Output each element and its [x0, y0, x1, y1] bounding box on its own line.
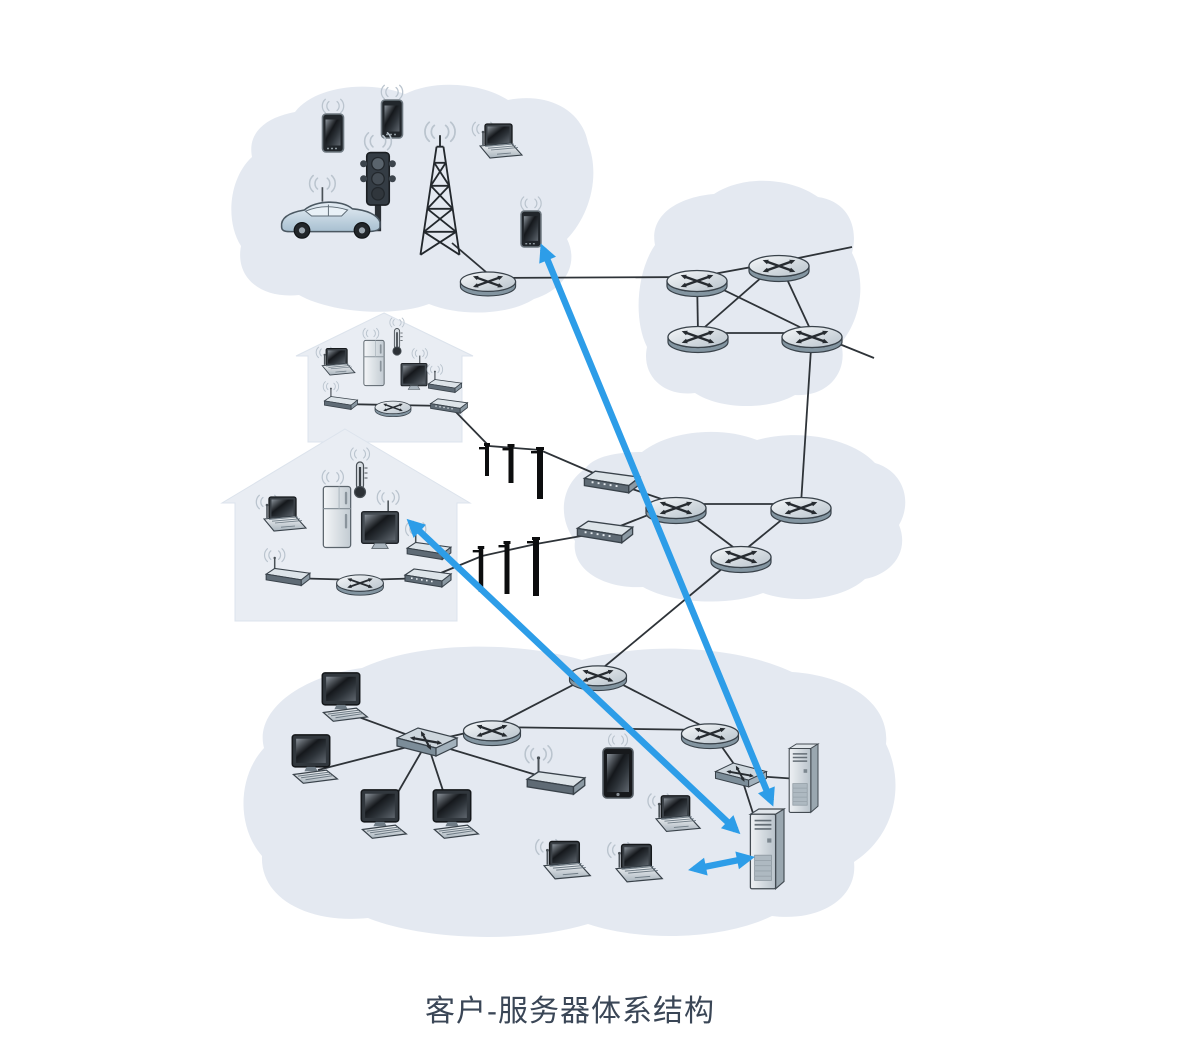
- wifi-waves-icon: [411, 348, 428, 359]
- arrow-laptop-server: [688, 851, 755, 876]
- core-router-3-router-icon: [667, 325, 729, 354]
- regional-router-2-router-icon: [770, 496, 832, 525]
- traffic-light-trafficlight-icon: [360, 132, 396, 232]
- laptop-mobile-laptopw-icon: [471, 121, 524, 159]
- home2-fridge-fridge-icon: [321, 469, 352, 549]
- enterprise-router-1-router-icon: [462, 720, 522, 747]
- smartphone-2-phone-icon: [380, 84, 404, 139]
- wifi-waves-icon: [520, 196, 542, 211]
- desktop-2-desktop-icon: [291, 734, 339, 784]
- home1-monitor-tv-icon: [400, 348, 428, 390]
- laptop-3-laptopw-icon: [607, 841, 664, 883]
- wifi-waves-icon: [315, 346, 334, 359]
- core-router-4-router-icon: [781, 325, 843, 354]
- wifi-waves-icon: [322, 381, 340, 392]
- wifi-waves-icon: [321, 469, 344, 485]
- core-router-2-router-icon: [748, 254, 810, 283]
- smartphone-3-phone-icon: [520, 196, 542, 248]
- enterprise-router-3-router-icon: [680, 723, 740, 750]
- diagram-caption: 客户-服务器体系结构: [425, 995, 715, 1028]
- home2-laptop-laptopw-icon: [255, 494, 308, 532]
- home2-router-router-icon: [336, 574, 384, 596]
- home2-monitor-tv-icon: [360, 489, 400, 549]
- client-server-arrows: [406, 243, 775, 876]
- home1-wireless-box-ap-icon: [322, 381, 359, 411]
- network-core-cloud: [638, 180, 861, 407]
- wifi-waves-icon: [349, 447, 371, 461]
- wifi-waves-icon: [424, 121, 456, 143]
- wifi-waves-icon: [308, 174, 336, 193]
- regional-network-cloud: [563, 431, 906, 602]
- wifi-waves-icon: [376, 489, 400, 505]
- wifi-waves-icon: [471, 121, 495, 137]
- home1-thermostat-therm-icon: [389, 317, 405, 356]
- home1-fridge-fridge-icon: [362, 327, 385, 387]
- network-link: [800, 332, 813, 505]
- core-router-1-router-icon: [666, 269, 728, 298]
- access-router-mobile-router-icon: [459, 271, 517, 297]
- smartphone-1-phone-icon: [321, 98, 345, 153]
- regional-router-3-router-icon: [710, 545, 772, 574]
- wifi-waves-icon: [426, 364, 444, 375]
- wifi-waves-icon: [535, 838, 560, 856]
- desktop-1-desktop-icon: [321, 672, 369, 722]
- network-link: [487, 276, 696, 279]
- wifi-waves-icon: [607, 841, 632, 859]
- server-1-server-icon: [787, 743, 820, 814]
- home1-modem-modem-icon: [429, 398, 469, 415]
- wifi-waves-icon: [389, 317, 405, 328]
- home1-router-router-icon: [374, 400, 412, 418]
- wifi-waves-icon: [363, 132, 393, 151]
- home1-laptop-laptopw-icon: [315, 346, 356, 376]
- home1-wifi-router-ap-icon: [426, 364, 463, 394]
- wifi-waves-icon: [263, 548, 286, 563]
- wifi-waves-icon: [255, 494, 279, 510]
- wifi-waves-icon: [321, 98, 345, 114]
- home2-thermostat-therm-icon: [349, 447, 371, 499]
- laptop-2-laptopw-icon: [535, 838, 592, 880]
- home2-wireless-box-ap-icon: [263, 548, 312, 587]
- desktop-3-desktop-icon: [360, 789, 408, 839]
- wifi-waves-icon: [362, 327, 380, 339]
- network-link: [451, 407, 613, 482]
- server-2-server-icon: [748, 807, 787, 891]
- wifi-waves-icon: [380, 84, 404, 100]
- arrow-home-monitor-server: [406, 518, 741, 835]
- utility-poles-1: [479, 443, 544, 499]
- car-car-icon: [280, 174, 381, 239]
- cell-tower-tower-icon: [419, 121, 461, 256]
